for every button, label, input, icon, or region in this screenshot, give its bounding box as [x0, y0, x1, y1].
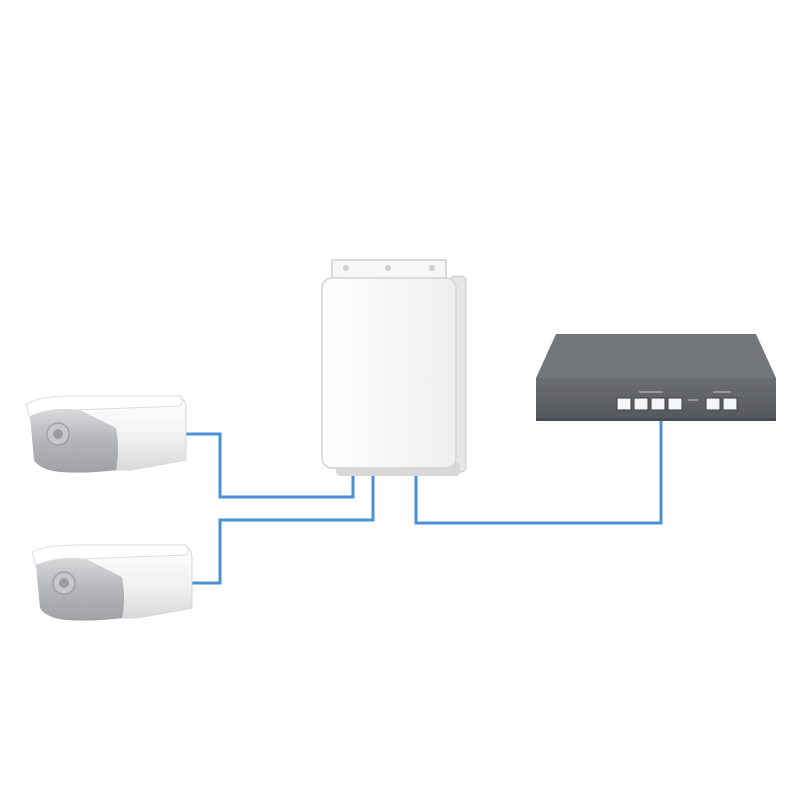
port-label-marks [639, 391, 731, 401]
uplink-port-group [705, 397, 738, 411]
cable-camera-1 [184, 432, 355, 499]
switch-bottom-edge [536, 418, 776, 421]
cable-switch [414, 419, 663, 525]
mount-hole-left [343, 265, 349, 271]
camera-2 [31, 544, 193, 621]
switch-port-1[interactable] [616, 397, 632, 411]
switch-uplink-port-2[interactable] [722, 397, 738, 411]
camera-1-ir-led-2 [72, 453, 80, 461]
cable-camera-2 [190, 473, 375, 585]
switch-port-2[interactable] [633, 397, 649, 411]
camera-2-ir-led-2 [78, 601, 86, 609]
enclosure-front [321, 277, 457, 469]
switch-uplink-port-1[interactable] [705, 397, 721, 411]
mount-hole-center [385, 265, 391, 271]
camera-2-lens-center [59, 578, 69, 588]
switch-top [536, 334, 776, 378]
mount-hole-right [429, 265, 435, 271]
camera-1-lens-center [53, 429, 63, 439]
switch-port-3[interactable] [650, 397, 666, 411]
camera-1 [25, 395, 187, 473]
cable-lines [184, 419, 663, 585]
camera-2-ir-led-1 [46, 601, 54, 609]
switch-port-4[interactable] [667, 397, 683, 411]
camera-1-ir-led-1 [40, 453, 48, 461]
poe-port-group [616, 397, 683, 411]
network-switch [536, 334, 776, 421]
enclosure [321, 259, 467, 476]
